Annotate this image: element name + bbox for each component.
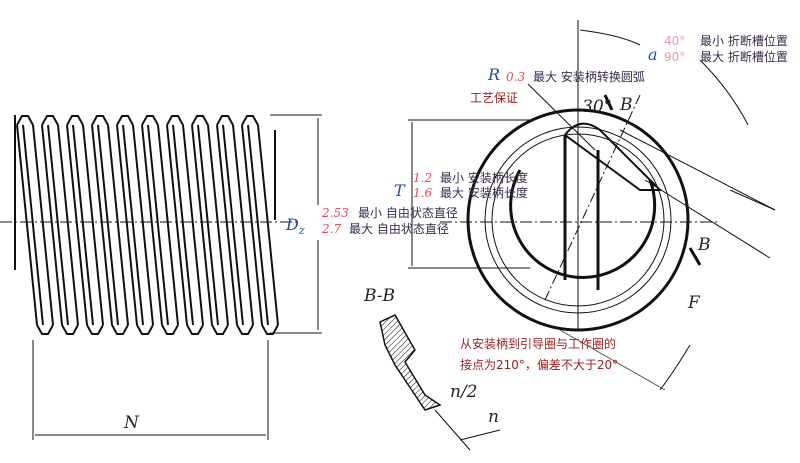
t-max-value: 1.6 (413, 186, 433, 200)
label-b-top: B (620, 95, 633, 115)
process-note: 工艺保证 (470, 91, 519, 105)
dz-subscript: z (298, 224, 305, 238)
a-max-text: 最大 折断槽位置 (700, 50, 788, 64)
section-b-b (379, 314, 442, 411)
a-max-value: 90° (664, 50, 686, 64)
label-r: R (488, 65, 501, 84)
r-value: 0.3 (506, 70, 526, 84)
label-a: a (648, 45, 658, 64)
label-n-half: n/2 (450, 382, 478, 402)
a-min-text: 最小 折断槽位置 (700, 34, 788, 48)
t-max-text: 最大 安装柄长度 (440, 186, 528, 200)
dz-symbol: D (286, 215, 299, 234)
thread-insert-end-view (466, 94, 702, 332)
d-max-value: 2.7 (322, 222, 342, 236)
a-min-value: 40° (664, 34, 686, 48)
d-max-text: 最大 自由状态直径 (349, 222, 449, 236)
d-min-text: 最小 自由状态直径 (358, 206, 458, 220)
note-line-2: 接点为210°，偏差不大于20° (460, 358, 619, 372)
label-angle-30: 30° (582, 97, 613, 117)
t-min-value: 1.2 (413, 171, 433, 185)
d-min-value: 2.53 (322, 206, 349, 220)
label-t: T (394, 181, 405, 200)
label-f: F (688, 293, 700, 313)
thread-insert-side-view (14, 115, 279, 335)
label-n-length: N (124, 413, 139, 433)
label-section-bb: B-B (364, 286, 396, 306)
t-min-text: 最小 安装柄长度 (440, 171, 528, 185)
r-text: 最大 安装柄转换圆弧 (533, 70, 645, 84)
label-n: n (488, 407, 499, 427)
label-dz: Dz (286, 216, 305, 240)
label-b-right: B (698, 235, 711, 255)
note-line-1: 从安装柄到引导圈与工作圈的 (460, 337, 617, 351)
